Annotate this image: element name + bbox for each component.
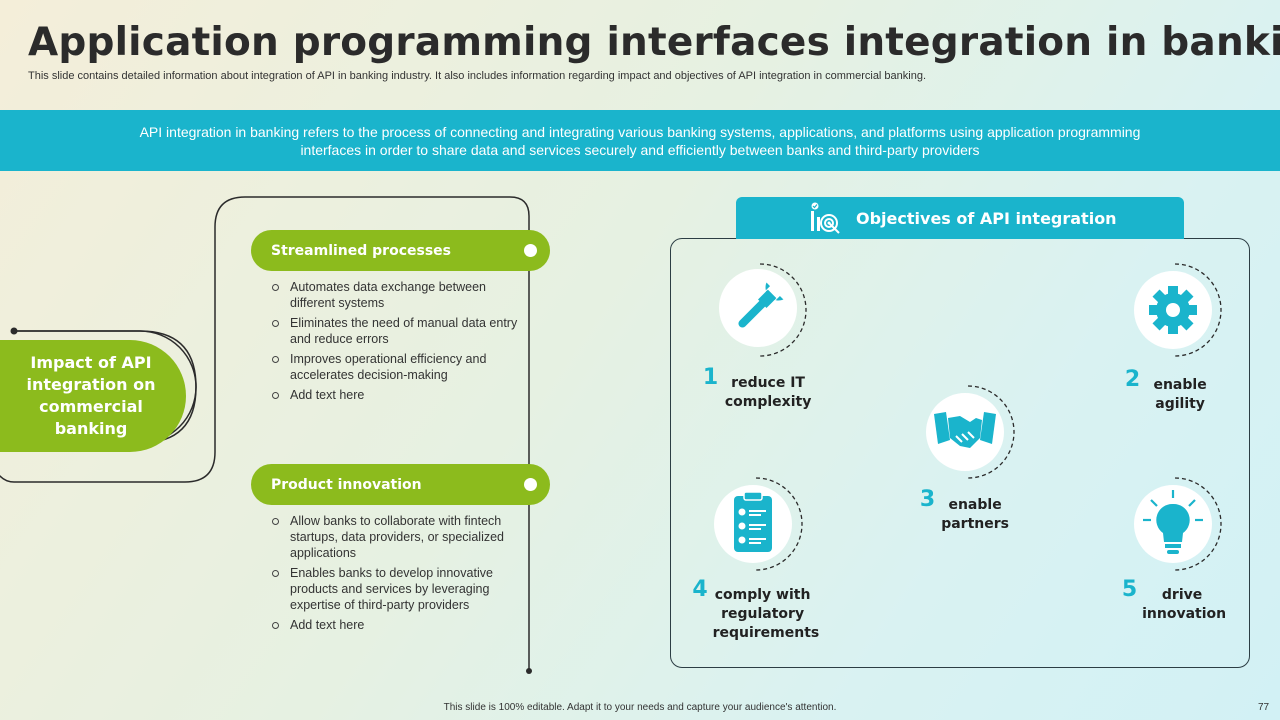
section-title: Streamlined processes bbox=[271, 242, 451, 259]
objectives-header: Objectives of API integration bbox=[736, 197, 1184, 239]
banner-text: API integration in banking refers to the… bbox=[139, 123, 1141, 158]
objective-2-label: 2 enable agility bbox=[1124, 367, 1207, 413]
handshake-icon bbox=[926, 385, 1015, 479]
definition-banner: API integration in banking refers to the… bbox=[0, 110, 1280, 171]
objective-5-label: 5 drive innovation bbox=[1121, 577, 1227, 623]
lightbulb-icon bbox=[1134, 477, 1222, 571]
footer-note: This slide is 100% editable. Adapt it to… bbox=[443, 702, 837, 713]
section-streamlined-processes: Streamlined processes bbox=[251, 230, 550, 271]
connector-dot bbox=[524, 244, 537, 257]
target-chart-icon bbox=[811, 202, 840, 234]
list-item: Improves operational efficiency and acce… bbox=[270, 351, 520, 383]
list-item: Allow banks to collaborate with fintech … bbox=[270, 513, 520, 561]
section-product-innovation: Product innovation bbox=[251, 464, 550, 505]
wrench-icon bbox=[719, 263, 807, 357]
innovation-bullets: Allow banks to collaborate with fintech … bbox=[270, 513, 520, 637]
list-item: Add text here bbox=[270, 387, 520, 403]
page-number: 77 bbox=[1258, 702, 1270, 713]
list-item: Automates data exchange between differen… bbox=[270, 279, 520, 311]
objectives-title: Objectives of API integration bbox=[856, 208, 1117, 228]
connector-dot bbox=[524, 478, 537, 491]
streamlined-bullets: Automates data exchange between differen… bbox=[270, 279, 520, 407]
section-title: Product innovation bbox=[271, 476, 422, 493]
slide-title: Application programming interfaces integ… bbox=[28, 20, 1280, 65]
list-item: Add text here bbox=[270, 617, 520, 633]
list-item: Eliminates the need of manual data entry… bbox=[270, 315, 520, 347]
slide-subtitle: This slide contains detailed information… bbox=[28, 70, 927, 82]
objective-1-label: 1 reduce IT complexity bbox=[702, 365, 812, 411]
connector-lines bbox=[0, 196, 532, 674]
gear-icon bbox=[1134, 263, 1222, 357]
objective-4-label: 4 comply with regulatory requirements bbox=[692, 577, 820, 642]
list-item: Enables banks to develop innovative prod… bbox=[270, 565, 520, 613]
objective-3-label: 3 enable partners bbox=[919, 487, 1009, 533]
clipboard-icon bbox=[714, 477, 803, 571]
impact-label: Impact of API integration on commercial … bbox=[0, 340, 186, 452]
